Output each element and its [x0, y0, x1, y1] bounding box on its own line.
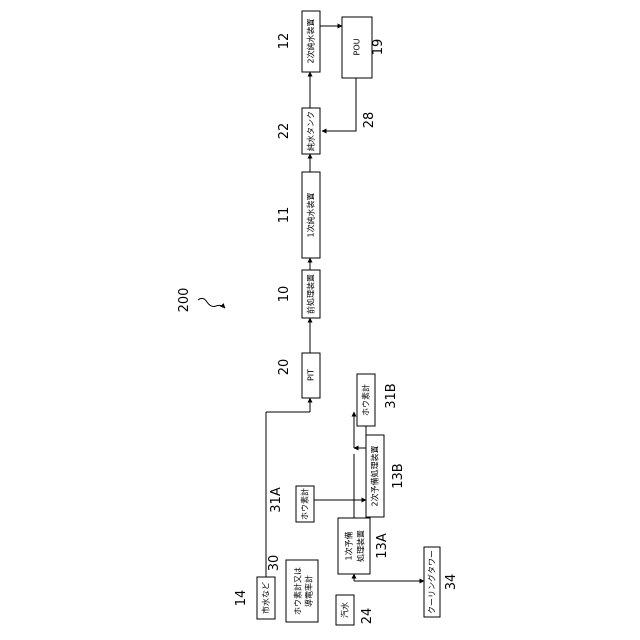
cooling-tower-number: 34	[444, 574, 459, 591]
box-secondary: 2次純水装置 12	[277, 11, 320, 72]
city-water-number: 14	[234, 590, 249, 607]
pre-13b-number: 13B	[391, 463, 406, 488]
cooling-tower-label: クーリングタワー	[427, 550, 437, 614]
sensor-30-number: 30	[267, 555, 282, 572]
pou-label: POU	[353, 38, 362, 55]
return-line-number: 28	[362, 112, 377, 129]
primary-number: 11	[277, 207, 292, 224]
box-pou: POU 19	[342, 17, 386, 78]
tank-label: 純水タンク	[306, 111, 316, 151]
box-city-water: 市水など 14	[234, 577, 275, 619]
box-tank: 純水タンク 22	[277, 108, 320, 154]
box-cooling-tower: クーリングタワー 34	[424, 547, 459, 617]
boron-31a-label: ホウ素計	[300, 488, 310, 520]
box-boron-31a: ホウ素計 31A	[269, 486, 332, 522]
diagram-id-leader	[198, 298, 225, 308]
pou-number: 19	[371, 39, 386, 56]
steam-water-label: 汽水	[340, 602, 350, 618]
sensor-30-label-line1: ホウ素計又は	[293, 567, 303, 615]
box-pre-13a: 1次予備 処理装置 13A	[338, 518, 390, 574]
sensor-30-label-line2: 導電率計	[304, 575, 314, 607]
city-water-label: 市水など	[261, 582, 271, 614]
box-steam-water: 汽水 24	[336, 595, 375, 625]
tank-number: 22	[277, 123, 292, 140]
pit-label: PIT	[307, 369, 316, 381]
return-line-28	[322, 78, 356, 131]
steam-water-number: 24	[360, 608, 375, 625]
pretreat-number: 10	[277, 286, 292, 303]
pre-13b-label: 2次予備処理装置	[370, 445, 380, 506]
box-pit: PIT 20	[277, 353, 320, 398]
pre-13a-number: 13A	[375, 533, 390, 559]
boron-31b-number: 31B	[384, 383, 399, 408]
pre-13a-label-line2: 処理装置	[356, 530, 366, 562]
box-pretreat: 前処理装置 10	[277, 270, 320, 318]
primary-label: 1次純水装置	[306, 192, 316, 237]
pretreat-label: 前処理装置	[306, 274, 316, 314]
box-boron-31b: ホウ素計 31B	[357, 374, 399, 426]
box-primary: 1次純水装置 11	[277, 172, 320, 258]
secondary-number: 12	[277, 33, 292, 50]
pit-number: 20	[277, 359, 292, 376]
boron-31a-number: 31A	[269, 487, 284, 513]
secondary-label: 2次純水装置	[306, 18, 316, 63]
box-pre-13b: 2次予備処理装置 13B	[366, 435, 406, 517]
connections	[266, 26, 424, 581]
diagram-id-label: 200	[177, 288, 192, 313]
boron-31b-label: ホウ素計	[361, 384, 371, 416]
pre-13a-label-line1: 1次予備	[344, 531, 354, 560]
